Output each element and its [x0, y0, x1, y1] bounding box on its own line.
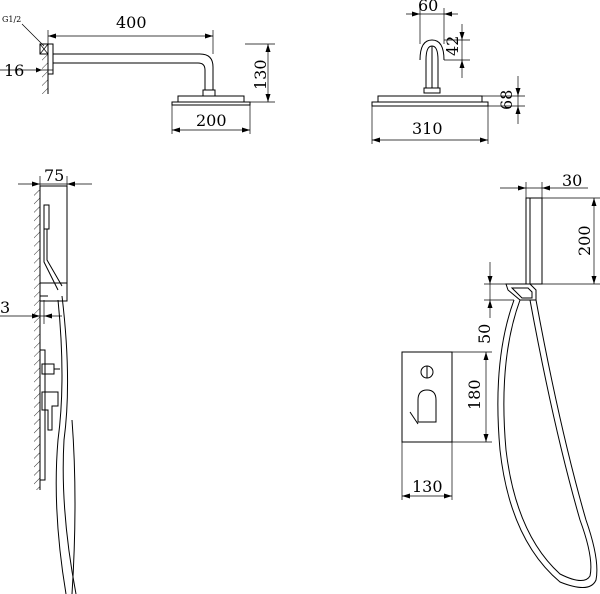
- dim-arm-length: 400: [116, 13, 147, 32]
- handheld-side: [46, 229, 63, 287]
- holder-front-view: 30 200 50: [475, 171, 600, 588]
- dim-plate-height: 180: [465, 379, 484, 410]
- diverter-knob-side: [41, 363, 55, 375]
- shower-head-front-view: 60 42 68 310: [371, 0, 525, 144]
- holder-front: [525, 197, 543, 285]
- wall-hatch: [42, 52, 48, 94]
- dim-plate-width: 130: [412, 477, 443, 496]
- dim-head-thickness: 68: [497, 90, 516, 110]
- dim-flange-diameter: 60: [418, 0, 438, 15]
- dim-holder-height: 200: [575, 225, 594, 256]
- mixer-lever-side: [41, 391, 59, 431]
- dim-wall-offset: 16: [4, 61, 24, 80]
- wall-plate-front: [401, 351, 453, 443]
- mixer-lever-front: [417, 389, 437, 423]
- arm-top-edge: [53, 53, 214, 90]
- wall-hatch-lower: [34, 190, 40, 490]
- front-joint: [423, 87, 441, 94]
- mixer-plate-front-view: 180 130: [401, 351, 492, 500]
- dim-box-depth: 75: [44, 166, 64, 185]
- shower-head-front: [377, 95, 483, 103]
- mixer-side-view: 3 75: [0, 166, 92, 594]
- dim-elbow-spacing: 50: [475, 324, 494, 344]
- thread-label: G1/2: [2, 15, 21, 24]
- dim-holder-width: 30: [562, 171, 582, 190]
- ball-joint: [202, 89, 216, 97]
- arm-bottom-edge: [53, 62, 206, 90]
- hose-left-a: [61, 295, 77, 594]
- dim-arm-height: 42: [443, 36, 462, 56]
- dim-head-front: 310: [412, 119, 443, 138]
- wall-flange: [47, 43, 54, 75]
- front-flange: [419, 39, 445, 61]
- dim-head-side: 200: [196, 111, 227, 130]
- thread-box: [39, 43, 49, 55]
- dim-drop-height: 130: [251, 59, 270, 90]
- dim-recess: 3: [0, 298, 10, 317]
- thread-leader: [21, 23, 45, 47]
- shower-head-side: [177, 95, 245, 103]
- shower-arm-side-view: G1/2 400 16 130 200: [0, 13, 275, 134]
- hose-loop: [497, 299, 598, 588]
